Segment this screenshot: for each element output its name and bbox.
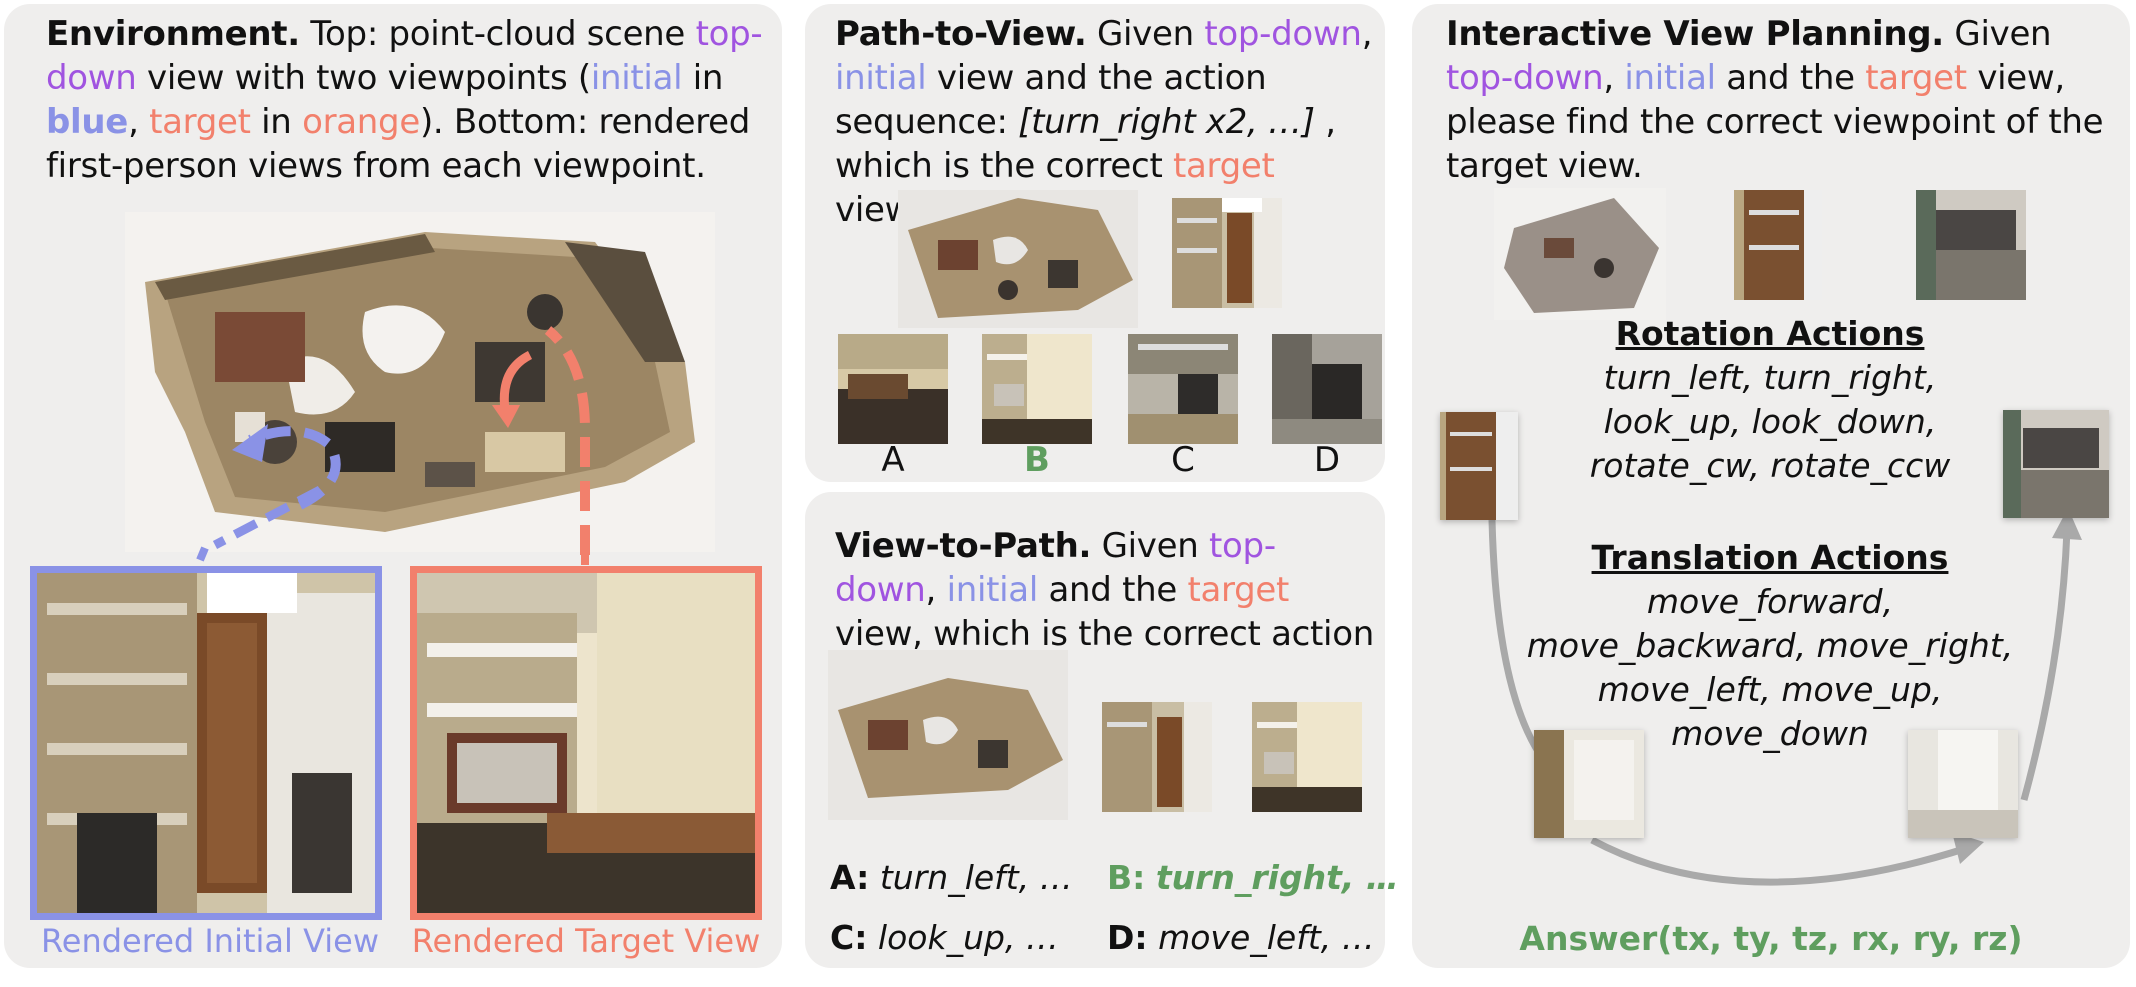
option-d-label: D [1313, 440, 1341, 480]
interactive-scene-thumbnail [1494, 188, 1666, 320]
path-to-view-initial-thumbnail [1172, 198, 1282, 308]
rotation-actions-heading: Rotation Actions [1615, 314, 1925, 353]
view-to-path-target-thumbnail [1252, 702, 1362, 812]
view-to-path-title: View-to-Path. [835, 526, 1092, 566]
translation-actions-block: Translation Actions move_forward, move_b… [1510, 536, 2030, 756]
rotation-line: turn_left, turn_right, [1603, 358, 1937, 397]
option-b-label-correct: B [1024, 440, 1050, 480]
point-cloud-scene-image [125, 212, 715, 552]
rotation-line: rotate_cw, rotate_ccw [1589, 446, 1951, 485]
view-to-path-initial-thumbnail [1102, 702, 1212, 812]
translation-line: move_forward, [1646, 582, 1894, 621]
planning-intermediate-view-1 [1534, 730, 1644, 838]
view-to-path-description: View-to-Path. Given top-down, initial an… [835, 526, 1374, 698]
action-sequence: [turn_right x2, …] [1018, 102, 1315, 142]
path-to-view-description: Path-to-View. Given top-down, initial vi… [835, 14, 1373, 230]
path-to-view-title: Path-to-View. [835, 14, 1087, 54]
answer-output: Answer(tx, ty, tz, rx, ry, rz) [1519, 919, 2023, 958]
rendered-initial-view-image [30, 566, 382, 920]
option-a-label: A [881, 440, 905, 480]
environment-description: Environment. Top: point-cloud scene top-… [46, 14, 763, 186]
option-c-label: C [1171, 440, 1195, 480]
rendered-target-view-caption: Rendered Target View [411, 922, 761, 960]
option-c-view[interactable] [1128, 334, 1238, 444]
blue-keyword: blue [46, 102, 129, 142]
rotation-line: look_up, look_down, [1603, 402, 1937, 441]
planning-target-view [2003, 410, 2109, 518]
path-to-view-scene-thumbnail [898, 190, 1138, 328]
top-down-keyword: top-down [46, 14, 763, 98]
translation-line: move_backward, move_right, [1526, 626, 2014, 665]
viewpoint-arrows-overlay [196, 326, 590, 565]
translation-line: move_down [1671, 714, 1869, 753]
option-a-view[interactable] [838, 334, 948, 444]
interactive-description: Interactive View Planning. Given top-dow… [1446, 14, 2104, 186]
translation-line: move_left, move_up, [1597, 670, 1943, 709]
rendered-initial-view-caption: Rendered Initial View [40, 922, 380, 960]
target-keyword: target [149, 102, 251, 142]
interactive-target-thumbnail [1916, 190, 2026, 300]
planning-initial-view [1440, 412, 1518, 520]
rotation-actions-block: Rotation Actions turn_left, turn_right, … [1560, 312, 1980, 488]
translation-actions-heading: Translation Actions [1591, 538, 1949, 577]
option-b-sequence-correct[interactable]: B: turn_right, … [1107, 858, 1399, 897]
view-to-path-scene-thumbnail [828, 650, 1068, 820]
initial-keyword: initial [590, 58, 683, 98]
orange-keyword: orange [302, 102, 420, 142]
option-d-view[interactable] [1272, 334, 1382, 444]
interactive-initial-thumbnail [1734, 190, 1822, 300]
option-c-sequence[interactable]: C: look_up, … [830, 918, 1059, 957]
planning-intermediate-view-2 [1908, 730, 2018, 838]
option-a-sequence[interactable]: A: turn_left, … [830, 858, 1073, 897]
environment-title: Environment. [46, 14, 300, 54]
option-b-view[interactable] [982, 334, 1092, 444]
option-d-sequence[interactable]: D: move_left, … [1107, 918, 1375, 957]
interactive-title: Interactive View Planning. [1446, 14, 1944, 54]
rendered-target-view-image [410, 566, 762, 920]
